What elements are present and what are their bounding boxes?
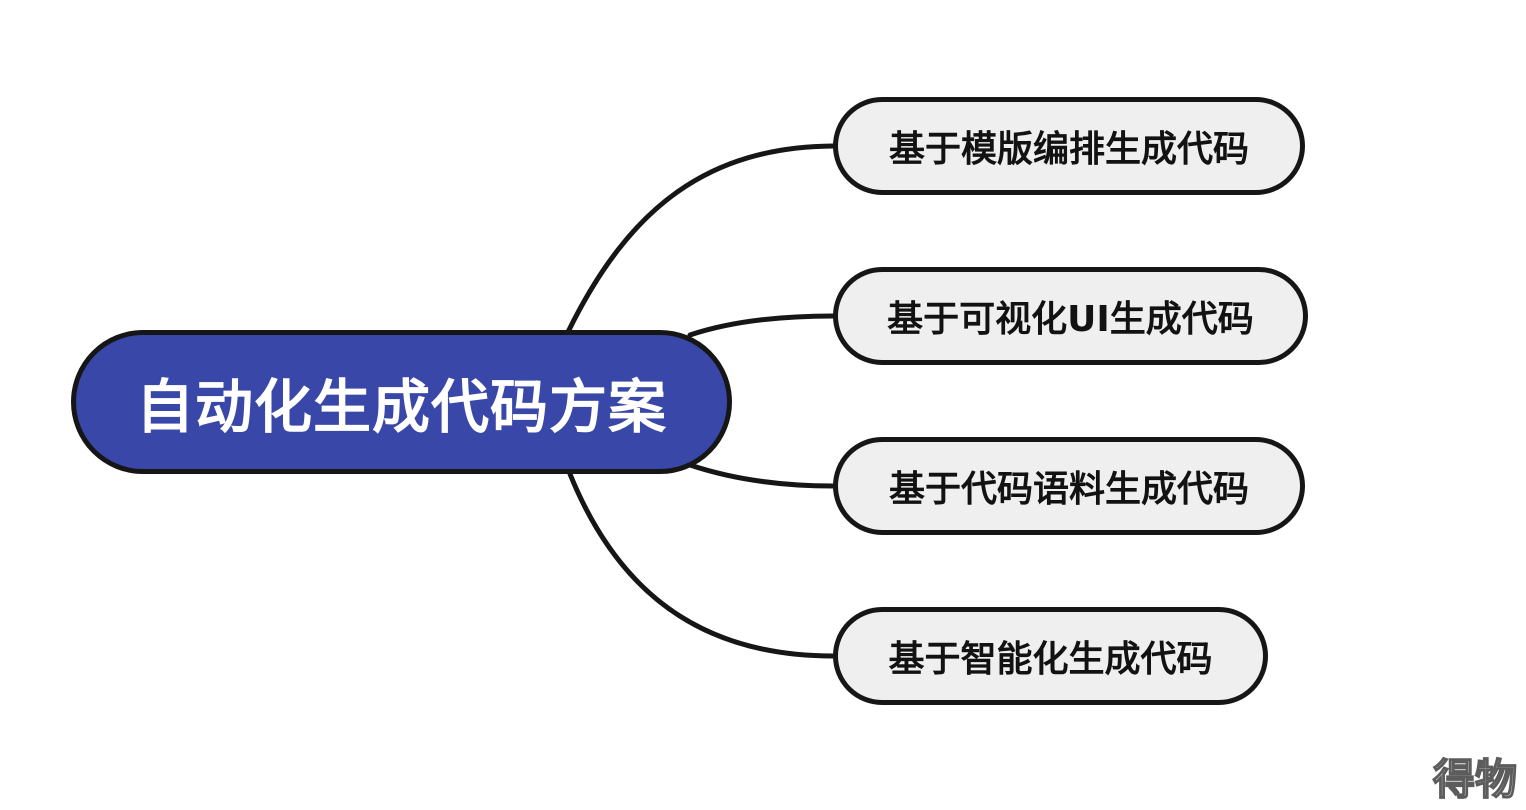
branch-node-label: 基于可视化UI生成代码 xyxy=(887,299,1254,340)
connector-to-branch-4 xyxy=(567,471,836,659)
watermark-text: 得物 xyxy=(1432,754,1518,805)
branch-node-label: 基于智能化生成代码 xyxy=(888,639,1213,680)
connector-to-branch-2 xyxy=(687,313,836,338)
branch-node-visual-ui: 基于可视化UI生成代码 xyxy=(833,267,1308,365)
root-node-label: 自动化生成代码方案 xyxy=(135,373,667,441)
branch-node-template-orchestration: 基于模版编排生成代码 xyxy=(833,97,1305,195)
connector-to-branch-3 xyxy=(687,462,836,489)
branch-node-label: 基于代码语料生成代码 xyxy=(888,469,1249,510)
connector-to-branch-1 xyxy=(565,143,836,335)
branch-node-label: 基于模版编排生成代码 xyxy=(888,129,1249,170)
branch-node-code-corpus: 基于代码语料生成代码 xyxy=(833,437,1305,535)
root-node: 自动化生成代码方案 xyxy=(71,330,732,474)
branch-node-intelligent: 基于智能化生成代码 xyxy=(833,607,1268,705)
